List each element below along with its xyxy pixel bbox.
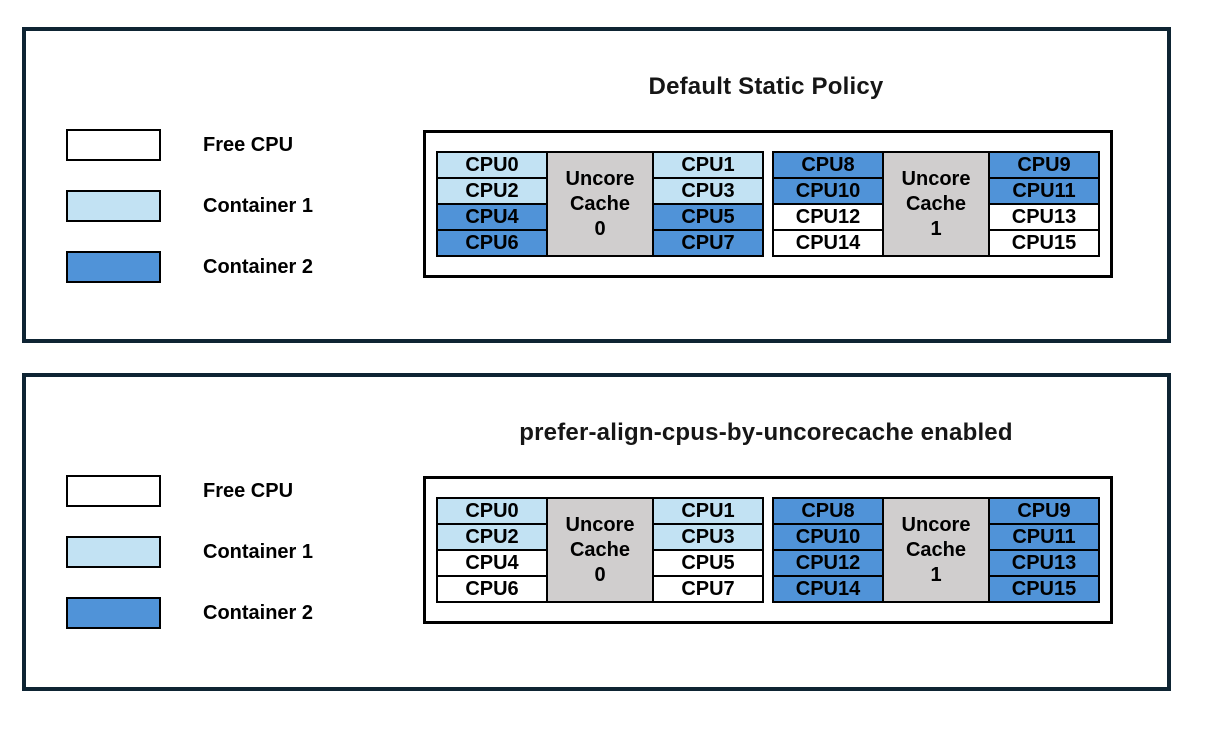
legend-label: Container 2 xyxy=(203,255,314,278)
cache-line: Uncore xyxy=(901,167,971,190)
cpu-cell: CPU3 xyxy=(652,523,764,551)
cpu-column-left: CPU0 CPU2 CPU4 CPU6 xyxy=(436,151,548,257)
cpu-cell: CPU10 xyxy=(772,523,884,551)
cache-line: 1 xyxy=(930,563,942,586)
cpu-column-left: CPU8 CPU10 CPU12 CPU14 xyxy=(772,151,884,257)
cpu-topology-diagram: CPU0 CPU2 CPU4 CPU6 Uncore Cache 0 CPU1 … xyxy=(423,130,1113,278)
legend-swatch-container-2 xyxy=(66,597,161,629)
legend-label: Container 2 xyxy=(203,601,314,624)
cpu-cell: CPU15 xyxy=(988,575,1100,603)
cpu-column-right: CPU9 CPU11 CPU13 CPU15 xyxy=(988,151,1100,257)
cpu-cell: CPU4 xyxy=(436,549,548,577)
legend-row-free-cpu: Free CPU xyxy=(66,475,293,507)
cpu-cell: CPU10 xyxy=(772,177,884,205)
legend-label: Free CPU xyxy=(203,133,294,156)
cache-line: 0 xyxy=(594,217,606,240)
cpu-column-right: CPU1 CPU3 CPU5 CPU7 xyxy=(652,151,764,257)
cpu-cell: CPU8 xyxy=(772,497,884,525)
cpu-cell: CPU0 xyxy=(436,497,548,525)
cpu-cell: CPU5 xyxy=(652,203,764,231)
cpu-cell: CPU2 xyxy=(436,177,548,205)
cpu-cell: CPU12 xyxy=(772,549,884,577)
legend-swatch-container-2 xyxy=(66,251,161,283)
cache-line: 0 xyxy=(594,563,606,586)
panel-prefer-align-uncorecache: prefer-align-cpus-by-uncorecache enabled… xyxy=(22,373,1171,691)
cpu-cell: CPU6 xyxy=(436,575,548,603)
cache-line: Uncore xyxy=(901,513,971,536)
legend: Free CPU Container 1 Container 2 xyxy=(66,377,396,687)
legend-row-container-2: Container 2 xyxy=(66,251,313,283)
legend-label: Container 1 xyxy=(203,194,314,217)
cpu-cell: CPU7 xyxy=(652,575,764,603)
cpu-cell: CPU11 xyxy=(988,523,1100,551)
cache-line: Cache xyxy=(905,192,967,215)
cpu-cell: CPU13 xyxy=(988,549,1100,577)
legend-label: Free CPU xyxy=(203,479,294,502)
panel-title: Default Static Policy xyxy=(648,73,884,100)
legend-row-container-1: Container 1 xyxy=(66,190,313,222)
panel-title: prefer-align-cpus-by-uncorecache enabled xyxy=(519,419,1013,446)
cpu-cell: CPU11 xyxy=(988,177,1100,205)
cpu-cell: CPU2 xyxy=(436,523,548,551)
uncore-cluster-1: CPU8 CPU10 CPU12 CPU14 Uncore Cache 1 CP… xyxy=(772,151,1100,257)
uncore-cluster-0: CPU0 CPU2 CPU4 CPU6 Uncore Cache 0 CPU1 … xyxy=(436,151,764,257)
cpu-column-right: CPU1 CPU3 CPU5 CPU7 xyxy=(652,497,764,603)
cpu-cell: CPU6 xyxy=(436,229,548,257)
uncore-cache-0-block: Uncore Cache 0 xyxy=(546,151,654,257)
panel-default-static-policy: Default Static Policy Free CPU Container… xyxy=(22,27,1171,343)
cpu-cell: CPU1 xyxy=(652,151,764,179)
cpu-cell: CPU3 xyxy=(652,177,764,205)
cache-line: Cache xyxy=(569,538,631,561)
cache-line: Uncore xyxy=(565,167,635,190)
cache-line: 1 xyxy=(930,217,942,240)
cpu-cell: CPU13 xyxy=(988,203,1100,231)
uncore-cluster-1: CPU8 CPU10 CPU12 CPU14 Uncore Cache 1 CP… xyxy=(772,497,1100,603)
legend-row-container-1: Container 1 xyxy=(66,536,313,568)
legend-swatch-container-1 xyxy=(66,536,161,568)
cpu-cell: CPU15 xyxy=(988,229,1100,257)
cpu-column-right: CPU9 CPU11 CPU13 CPU15 xyxy=(988,497,1100,603)
cpu-topology-diagram: CPU0 CPU2 CPU4 CPU6 Uncore Cache 0 CPU1 … xyxy=(423,476,1113,624)
cpu-cell: CPU5 xyxy=(652,549,764,577)
cpu-cell: CPU9 xyxy=(988,497,1100,525)
cpu-cell: CPU7 xyxy=(652,229,764,257)
cpu-column-left: CPU8 CPU10 CPU12 CPU14 xyxy=(772,497,884,603)
cpu-cell: CPU14 xyxy=(772,229,884,257)
cache-line: Uncore xyxy=(565,513,635,536)
uncore-cache-1-block: Uncore Cache 1 xyxy=(882,151,990,257)
legend-row-container-2: Container 2 xyxy=(66,597,313,629)
legend: Free CPU Container 1 Container 2 xyxy=(66,31,396,339)
cpu-cell: CPU14 xyxy=(772,575,884,603)
cache-line: Cache xyxy=(905,538,967,561)
legend-row-free-cpu: Free CPU xyxy=(66,129,293,161)
uncore-cache-0-block: Uncore Cache 0 xyxy=(546,497,654,603)
legend-label: Container 1 xyxy=(203,540,314,563)
uncore-cache-1-block: Uncore Cache 1 xyxy=(882,497,990,603)
cpu-cell: CPU12 xyxy=(772,203,884,231)
cpu-column-left: CPU0 CPU2 CPU4 CPU6 xyxy=(436,497,548,603)
cpu-cell: CPU4 xyxy=(436,203,548,231)
cpu-cell: CPU8 xyxy=(772,151,884,179)
legend-swatch-container-1 xyxy=(66,190,161,222)
legend-swatch-free-cpu xyxy=(66,475,161,507)
cache-line: Cache xyxy=(569,192,631,215)
cpu-cell: CPU9 xyxy=(988,151,1100,179)
legend-swatch-free-cpu xyxy=(66,129,161,161)
uncore-cluster-0: CPU0 CPU2 CPU4 CPU6 Uncore Cache 0 CPU1 … xyxy=(436,497,764,603)
cpu-cell: CPU0 xyxy=(436,151,548,179)
cpu-cell: CPU1 xyxy=(652,497,764,525)
